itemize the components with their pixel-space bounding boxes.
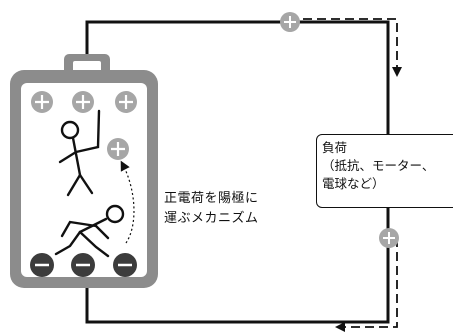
load-label-box: 負荷 （抵抗、モーター、 電球など） [316,134,453,208]
load-label-line: （抵抗、モーター、 [322,158,435,173]
positive-charge-icon [379,228,399,248]
negative-charge-icon [30,253,54,277]
mechanism-caption: 正電荷を陽極に 運ぶメカニズム [164,189,259,229]
circuit-wire [85,20,390,324]
load-label-line: 電球など） [322,176,385,191]
caption-line: 正電荷を陽極に [164,191,259,206]
negative-charge-icon [71,253,95,277]
positive-charge-icon [280,12,300,32]
caption-line: 運ぶメカニズム [164,211,259,226]
negative-charge-icon [113,253,137,277]
positive-charge-icon [72,91,94,113]
charge-path-arrow [120,160,135,244]
battery-icon [10,54,158,288]
stick-figure-icon [58,109,101,197]
load-label-line: 負荷 [322,140,348,155]
positive-charge-icon [107,138,129,160]
positive-charge-icon [115,91,137,113]
positive-charge-icon [31,91,53,113]
current-arrow-icon [303,18,402,77]
current-arrow-icon [335,238,398,332]
stick-figure-icon [54,204,125,258]
